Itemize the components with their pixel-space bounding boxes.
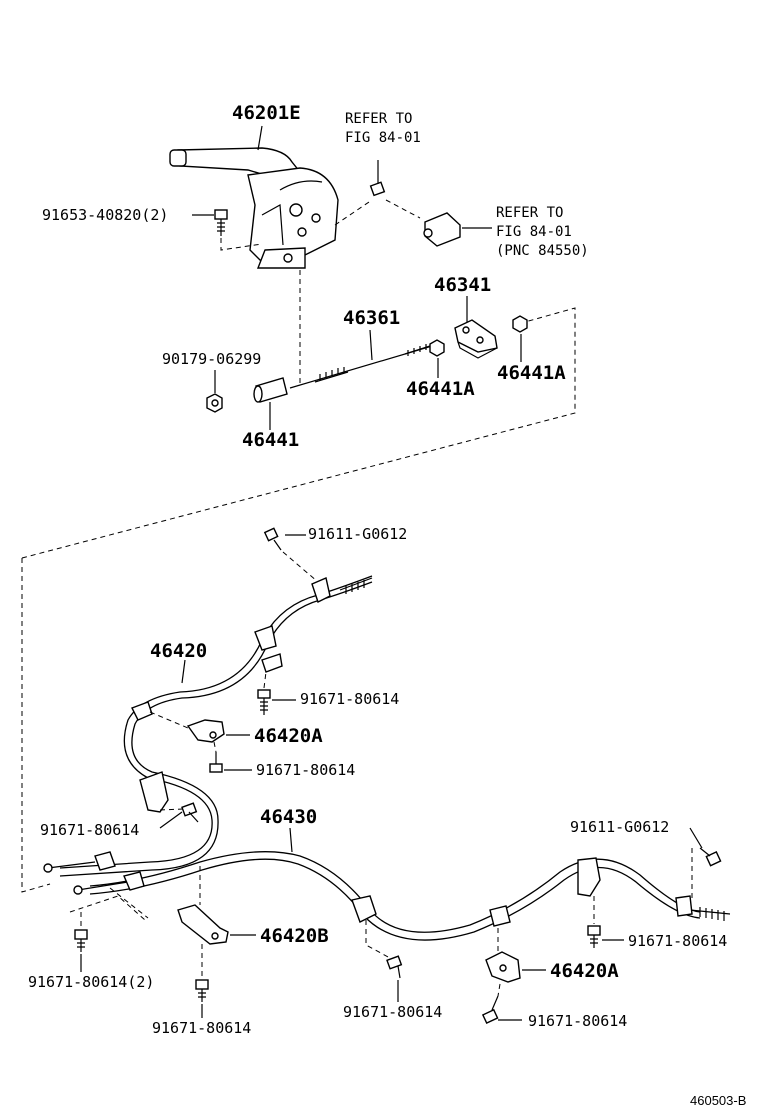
bolt-91671-h-part	[481, 995, 499, 1024]
rod-46361-part	[289, 344, 433, 389]
dashed-91671-b	[213, 741, 217, 753]
label-90179-06299: 90179-06299	[162, 350, 262, 368]
label-refer1-line1: REFER TO	[345, 111, 413, 127]
clamp-46420A-bottom-part	[485, 951, 521, 983]
label-46441A-left: 46441A	[406, 378, 475, 400]
nut-46441A-right-part	[512, 315, 528, 333]
bolt-refer-top-part	[369, 160, 386, 197]
nut-90179-part	[206, 393, 223, 413]
bolt-91671-g-part	[587, 925, 601, 948]
label-91671-80614-a: 91671-80614	[300, 690, 400, 708]
label-91671-80614-h: 91671-80614	[528, 1012, 628, 1030]
enclosure-dashed-line-left	[21, 558, 51, 893]
bolt-91653-part	[214, 209, 228, 236]
nut-46441A-left-part	[429, 339, 445, 357]
label-46430: 46430	[260, 806, 318, 828]
clamp-46420B-part	[177, 904, 229, 945]
label-refer1-line2: FIG 84-01	[345, 130, 421, 146]
leader-91671-c	[159, 811, 183, 829]
bolt-91611-top-part	[263, 527, 282, 551]
enclosure-dashed-line	[21, 307, 576, 559]
dashed-91671-a	[263, 671, 267, 689]
label-91611-G0612-top: 91611-G0612	[308, 525, 408, 543]
clamp-46420A-top-part	[186, 719, 225, 743]
figure-id: 460503-B	[690, 1093, 747, 1108]
label-46420: 46420	[150, 640, 208, 662]
cable-46430-line	[89, 851, 701, 933]
cable-46420-end-thread	[339, 577, 373, 594]
label-46441A-right: 46441A	[497, 362, 566, 384]
dashed-91671-f	[365, 920, 391, 959]
label-refer2-line1: REFER TO	[496, 205, 564, 221]
switch-block-part	[423, 212, 461, 247]
label-46420A-top: 46420A	[254, 725, 323, 747]
dashed-91653	[220, 238, 263, 251]
bolt-91671-c-part	[181, 802, 199, 823]
cable-46430-end-thread	[689, 907, 731, 921]
label-refer2-line2: FIG 84-01	[496, 224, 572, 240]
equalizer-46341-part	[454, 319, 498, 359]
leader-46420	[181, 659, 186, 684]
dashed-left-bracket-b	[109, 887, 149, 919]
dashed-91671-h	[497, 983, 501, 997]
cable-46430-bracket	[351, 857, 693, 927]
label-46361: 46361	[343, 307, 401, 329]
label-46420B: 46420B	[260, 925, 329, 947]
leader-46430	[289, 827, 293, 853]
bolt-91671-e-part	[74, 929, 88, 952]
dashed-refer-top	[385, 199, 421, 219]
label-46441: 46441	[242, 429, 300, 451]
nut-46441-part	[253, 377, 288, 403]
dashed-left-bracket	[69, 895, 146, 921]
leader-46361	[369, 329, 373, 361]
dashed-lever-refer	[334, 199, 373, 226]
parking-brake-lever-part	[169, 147, 339, 269]
label-refer2-line3: (PNC 84550)	[496, 243, 589, 259]
label-91671-80614-f: 91671-80614	[343, 1003, 443, 1021]
leader-46201E	[257, 125, 263, 151]
label-46201E: 46201E	[232, 102, 301, 124]
bolt-91671-f-part	[386, 955, 403, 979]
label-91671-80614-e: 91671-80614(2)	[28, 973, 155, 991]
label-46341: 46341	[434, 274, 492, 296]
label-91653-40820: 91653-40820(2)	[42, 206, 169, 224]
label-46420A-bottom: 46420A	[550, 960, 619, 982]
bolt-91671-b-part	[209, 752, 223, 773]
label-91671-80614-b: 91671-80614	[256, 761, 356, 779]
leader-91611-right	[689, 827, 703, 849]
dashed-91611-top	[282, 551, 319, 583]
dashed-46420A-top	[149, 711, 189, 729]
cable-46420-bracket	[131, 577, 331, 813]
cable-ends-left-part	[43, 851, 145, 895]
label-91671-80614-g: 91671-80614	[628, 932, 728, 950]
label-91671-80614-d: 91671-80614	[152, 1019, 252, 1037]
bolt-91611-right-part	[699, 847, 722, 867]
bolt-91671-d-part	[195, 979, 209, 1002]
bolt-91671-a-part	[257, 689, 271, 715]
cable-46430-line-b	[89, 858, 701, 941]
label-91611-G0612-right: 91611-G0612	[570, 818, 670, 836]
label-91671-80614-c: 91671-80614	[40, 821, 140, 839]
dashed-91671-c	[159, 808, 184, 811]
